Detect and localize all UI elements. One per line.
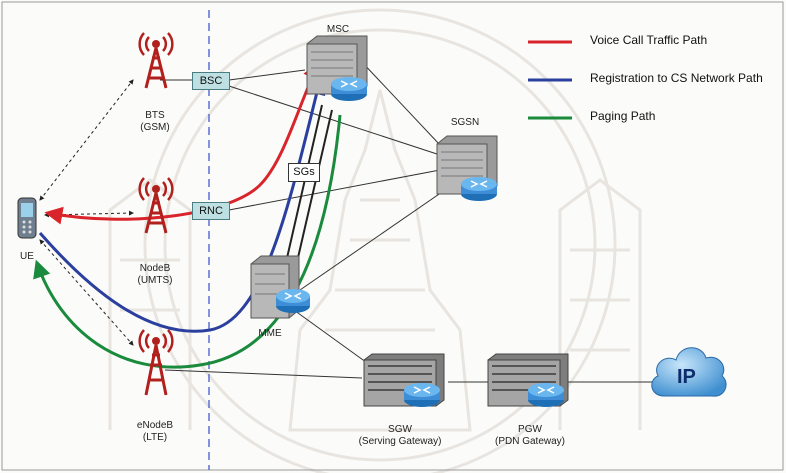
- link-mme-sgsn: [299, 189, 446, 291]
- sgsn-label: SGSN: [440, 117, 490, 129]
- msc-label: MSC: [318, 24, 358, 36]
- ue-enodeb-dashed: [39, 239, 134, 346]
- bts-name: BTS: [145, 110, 165, 121]
- switch-router-icon: [250, 255, 310, 319]
- pgw-name: PGW: [518, 424, 542, 435]
- ue-name: UE: [20, 251, 34, 262]
- sgs-link-2: [296, 109, 333, 263]
- enodeb-name: eNodeB: [136, 420, 174, 431]
- bts-label: BTS (GSM): [125, 110, 185, 134]
- sgw-label: SGW (Serving Gateway): [345, 424, 455, 448]
- paging-path: [33, 114, 342, 369]
- nodeb-tech: (UMTS): [137, 275, 173, 286]
- bsc-box: BSC: [192, 72, 230, 90]
- rnc-box: RNC: [192, 202, 230, 220]
- enodeb-tech: (LTE): [142, 432, 168, 443]
- radio-tower-icon: [138, 329, 174, 396]
- sgw-description: (Serving Gateway): [358, 436, 442, 447]
- ue-bts-dashed: [39, 79, 134, 201]
- sgsn-name: SGSN: [450, 117, 480, 128]
- switch-router-icon: [436, 135, 498, 201]
- ip-label: IP: [677, 366, 696, 388]
- legend-registration-label: Registration to CS Network Path: [590, 71, 763, 85]
- voice-call-path: [44, 61, 320, 225]
- bts-tech: (GSM): [140, 122, 170, 133]
- ue-label: UE: [12, 251, 42, 263]
- msc-name: MSC: [326, 24, 350, 35]
- link-bsc-msc: [228, 69, 306, 81]
- pgw-label: PGW (PDN Gateway): [475, 424, 585, 448]
- mme-name: MME: [258, 328, 282, 339]
- enodeb-label: eNodeB (LTE): [125, 420, 185, 444]
- nodeb-label: NodeB (UMTS): [125, 263, 185, 287]
- legend-paging-label: Paging Path: [590, 109, 656, 123]
- mme-label: MME: [250, 328, 290, 340]
- radio-tower-icon: [138, 177, 174, 234]
- cloud-icon: [651, 347, 727, 397]
- radio-tower-icon: [138, 32, 174, 89]
- sgs-box: SGs: [288, 163, 320, 182]
- link-msc-sgsn: [359, 59, 441, 146]
- mobile-phone-icon: [17, 197, 37, 239]
- link-rnc-sgsn: [228, 169, 441, 211]
- pgw-description: (PDN Gateway): [494, 436, 565, 447]
- nodeb-name: NodeB: [139, 263, 171, 274]
- link-enodeb-sgw: [164, 369, 363, 379]
- sgw-name: SGW: [388, 424, 412, 435]
- switch-router-icon: [363, 353, 445, 407]
- legend-voice-label: Voice Call Traffic Path: [590, 33, 708, 47]
- switch-router-icon: [487, 353, 569, 407]
- switch-router-icon: [306, 35, 368, 101]
